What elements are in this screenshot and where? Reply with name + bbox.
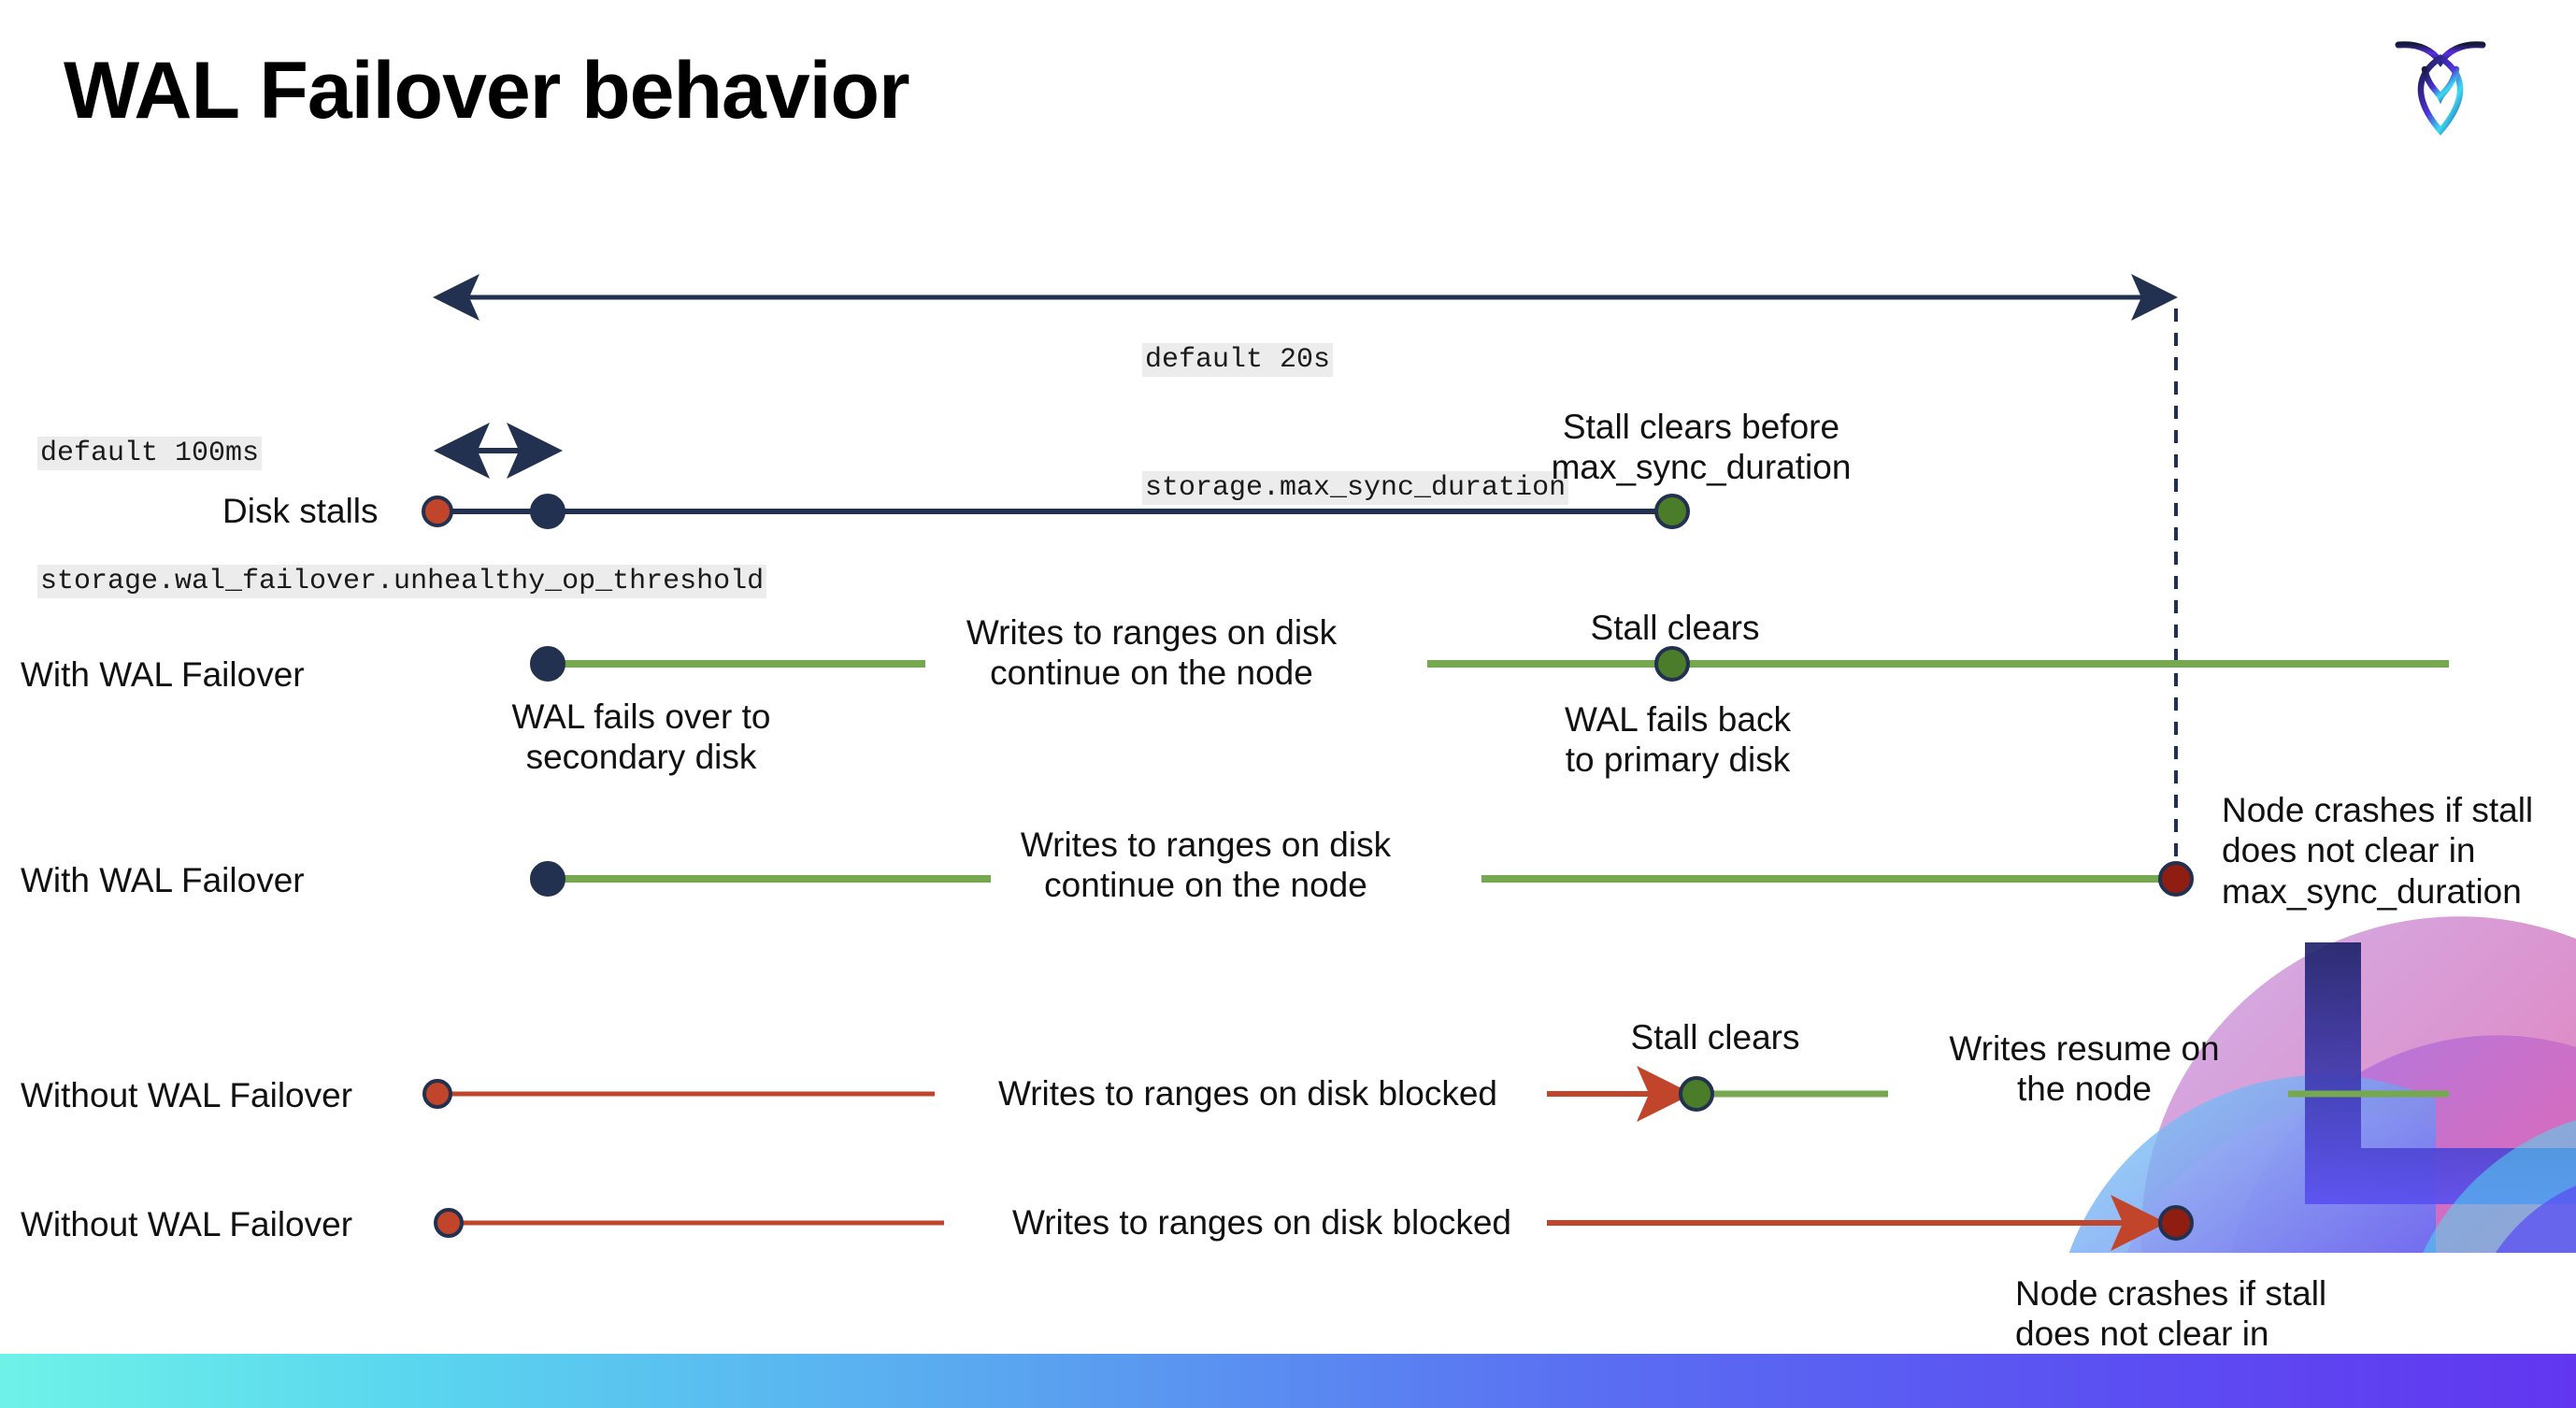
marker-node-crash-row3	[2158, 861, 2194, 897]
note-writes-blocked-1: Writes to ranges on disk blocked	[997, 1074, 1498, 1113]
row-label-disk-stalls: Disk stalls	[222, 492, 379, 530]
marker-failover-trigger	[530, 494, 565, 529]
timeline-without-wal-failover-1-seg-c	[2288, 1090, 2449, 1098]
note-wal-fails-over: WAL fails over to secondary disk	[511, 697, 771, 777]
unhealthy-op-threshold-annotation: default 100ms storage.wal_failover.unhea…	[37, 348, 767, 689]
timeline-without-wal-failover-1-seg-a	[437, 1091, 935, 1097]
marker-stall-start-row5	[434, 1208, 464, 1238]
max-sync-setting-label: storage.max_sync_duration	[1142, 470, 1569, 505]
marker-stall-start-row4	[422, 1079, 452, 1109]
max-sync-default-label: default 20s	[1142, 343, 1334, 378]
marker-wal-failover-start-row3	[530, 861, 565, 897]
marker-node-crash-row5	[2158, 1205, 2194, 1241]
row-label-with-wal-failover-1: With WAL Failover	[21, 655, 305, 694]
marker-stall-clears-row1	[1654, 494, 1690, 529]
marker-stall-clears-row4	[1679, 1076, 1714, 1112]
cockroachdb-logo-icon	[2391, 28, 2490, 140]
timeline-disk-stalls	[437, 509, 1676, 514]
note-writes-continue-2: Writes to ranges on disk continue on the…	[1020, 826, 1392, 905]
marker-stall-start	[422, 496, 453, 527]
note-wal-fails-back: WAL fails back to primary disk	[1565, 700, 1791, 780]
note-stall-clears-row2: Stall clears	[1590, 609, 1760, 647]
note-writes-blocked-2: Writes to ranges on disk blocked	[1011, 1203, 1512, 1242]
bottom-gradient-bar	[0, 1354, 2576, 1408]
timeline-with-wal-failover-1-seg-a	[548, 660, 925, 668]
unhealthy-setting-label: storage.wal_failover.unhealthy_op_thresh…	[37, 564, 767, 598]
timeline-without-wal-failover-2-seg-a	[449, 1220, 944, 1226]
note-writes-resume: Writes resume on the node	[1949, 1029, 2220, 1109]
note-stall-clears-before: Stall clears before max_sync_duration	[1551, 408, 1852, 487]
unhealthy-default-label: default 100ms	[37, 437, 263, 471]
note-writes-continue-1: Writes to ranges on disk continue on the…	[966, 613, 1338, 693]
marker-wal-failover-start-row2	[530, 646, 565, 682]
row-label-without-wal-failover-2: Without WAL Failover	[21, 1205, 353, 1243]
page-title: WAL Failover behavior	[64, 46, 910, 136]
note-node-crashes-1: Node crashes if stall does not clear in …	[2222, 791, 2534, 911]
max-sync-duration-annotation: default 20s storage.max_sync_duration	[1142, 254, 1569, 596]
timeline-with-wal-failover-1-seg-b	[1427, 660, 2449, 668]
timeline-without-wal-failover-1-seg-b	[1696, 1090, 1888, 1098]
timeline-with-wal-failover-2-seg-a	[548, 875, 991, 883]
row-label-with-wal-failover-2: With WAL Failover	[21, 861, 305, 899]
note-stall-clears-row4: Stall clears	[1630, 1018, 1800, 1056]
marker-stall-clears-row2	[1654, 646, 1690, 682]
timeline-with-wal-failover-2-seg-b	[1481, 875, 2178, 883]
row-label-without-wal-failover-1: Without WAL Failover	[21, 1076, 353, 1114]
